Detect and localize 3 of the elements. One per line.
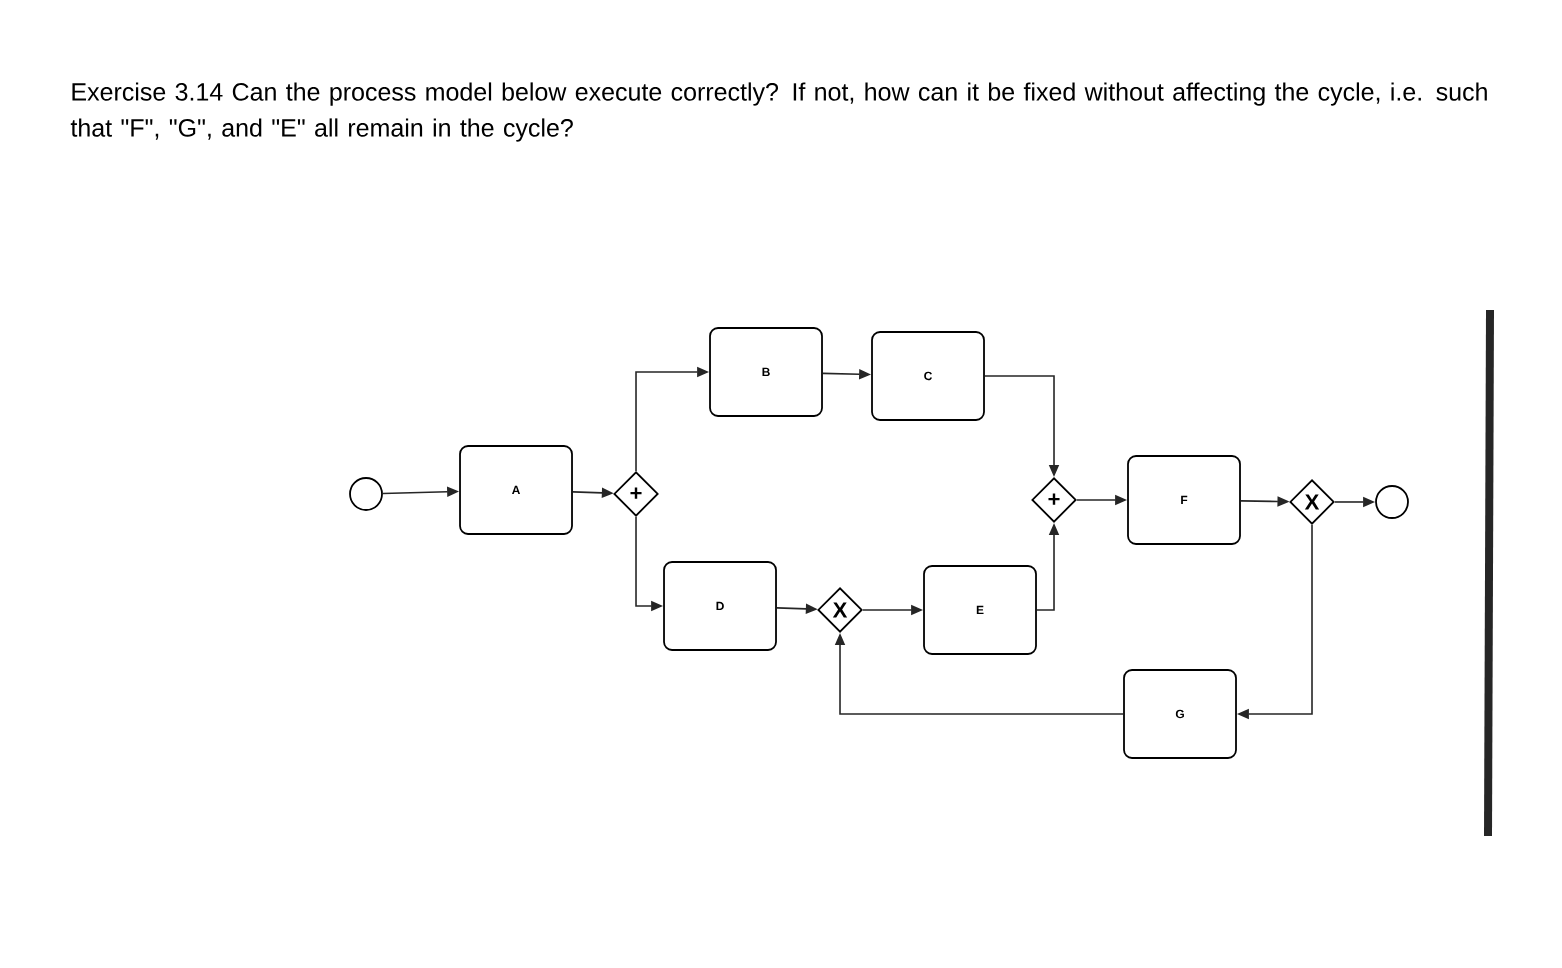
- event-circle: [1375, 485, 1409, 519]
- heading: Exercise 3.14 Can the process model below execute correctly? If not, how can it be fixed without affecting the cycle, i.e. such that "F", "G", and "E" all remain in the cycle?: [70, 82, 1487, 142]
- event-circle: [349, 477, 383, 511]
